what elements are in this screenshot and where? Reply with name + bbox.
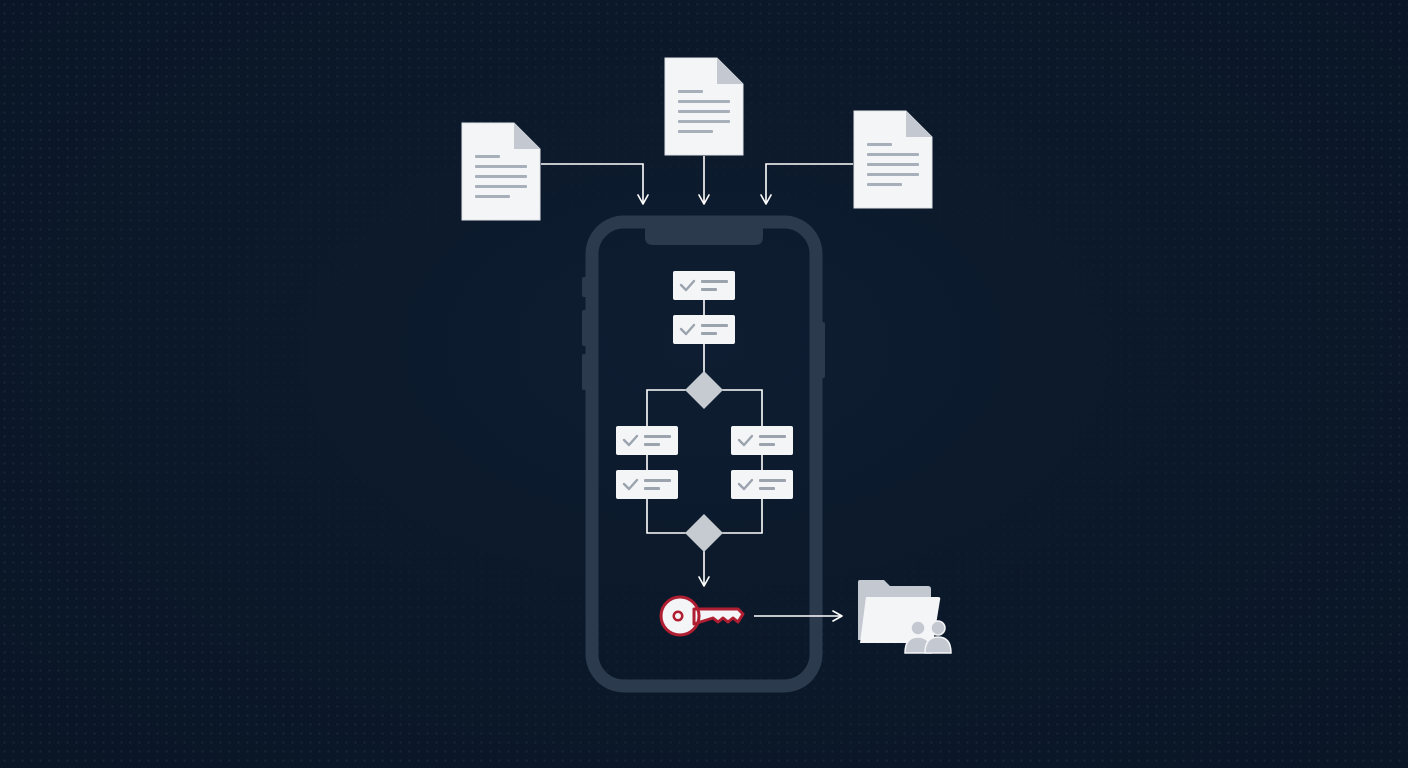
users-icon (904, 620, 952, 654)
check-task-icon (731, 470, 793, 499)
check-task-icon (616, 426, 678, 455)
connector-line (722, 499, 763, 534)
check-task-icon (673, 315, 735, 344)
diamond-icon (685, 371, 723, 409)
smartphone-icon (582, 215, 825, 693)
connector-line (722, 389, 763, 426)
key-icon (659, 595, 745, 637)
shared-folder-icon (858, 580, 952, 654)
intake-arrows (541, 156, 853, 205)
diamond-icon (685, 514, 723, 552)
connector-line (646, 499, 686, 534)
connector-arrow (760, 163, 853, 205)
document-icon (461, 122, 541, 221)
check-task-icon (731, 426, 793, 455)
check-task-icon (673, 271, 735, 300)
check-task-icon (616, 470, 678, 499)
document-icon (853, 110, 933, 209)
connector-arrow (541, 163, 649, 205)
workflow-connectors (646, 300, 763, 587)
connector-line (646, 389, 686, 426)
document-icon (664, 57, 744, 156)
